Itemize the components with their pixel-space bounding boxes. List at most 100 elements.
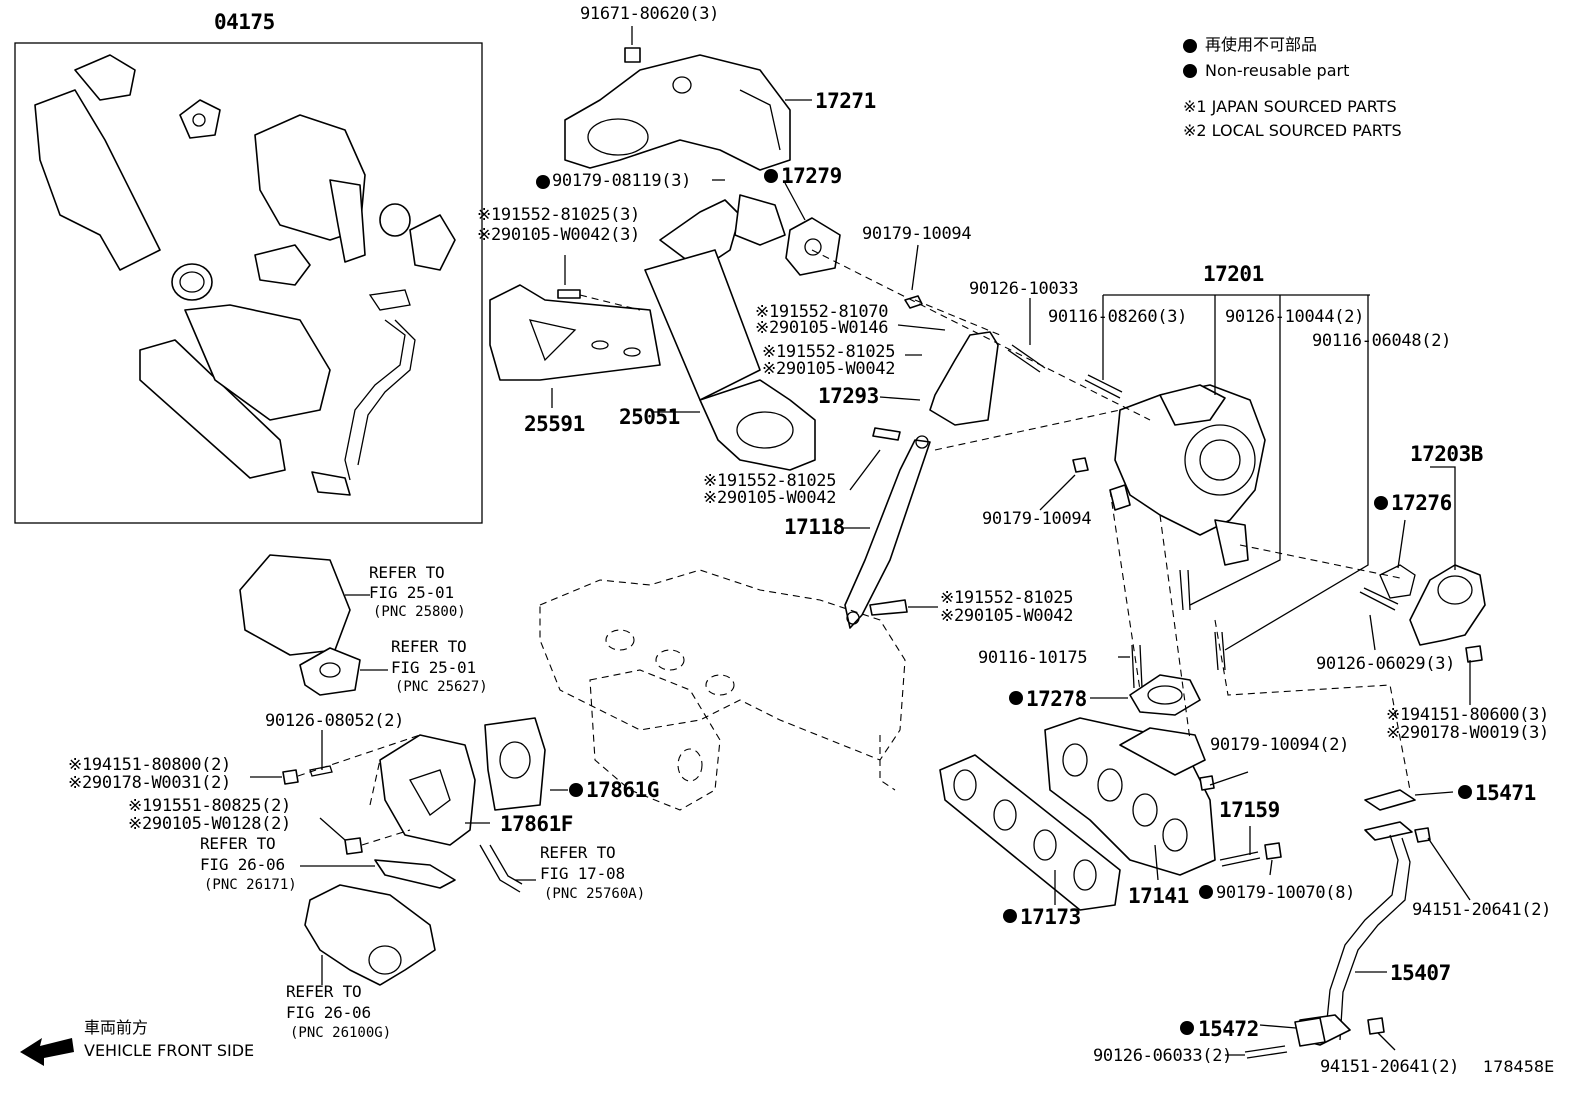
part-label[interactable]: 90179-10094(2) (1210, 735, 1350, 755)
stud-icon (1359, 587, 1399, 611)
part-label[interactable]: ※191552-81025(3) (477, 205, 640, 225)
hose-ref (479, 844, 523, 893)
part-label[interactable]: 17141 (1128, 884, 1189, 908)
bracket-17293 (929, 331, 999, 426)
part-label[interactable]: 90179-08119(3) (552, 171, 692, 191)
part-label[interactable]: 17118 (784, 515, 845, 539)
water-outlet-ref (304, 884, 436, 986)
legend-en: Non-reusable part (1205, 61, 1350, 80)
stay-17118 (844, 427, 931, 629)
part-label[interactable]: 90126-08052(2) (265, 711, 405, 731)
part-label[interactable]: 94151-20641(2) (1320, 1057, 1460, 1077)
stud-icon (1131, 644, 1143, 689)
part-label[interactable]: 17276 (1391, 491, 1452, 515)
kit-parts-illustration (34, 54, 456, 496)
refer-text[interactable]: FIG 26-06 (200, 855, 285, 874)
refer-text[interactable]: REFER TO (286, 982, 362, 1001)
legend-jp: 再使用不可部品 (1205, 35, 1318, 54)
part-label[interactable]: ※290105-W0042(3) (477, 225, 640, 245)
part-label[interactable]: ※191552-81025 (762, 342, 896, 362)
part-label[interactable]: ※194151-80800(2) (68, 755, 231, 775)
part-label[interactable]: ※191551-80825(2) (128, 796, 291, 816)
part-label[interactable]: ※290105-W0042 (762, 359, 896, 379)
part-label[interactable]: 17279 (781, 164, 842, 188)
refer-text[interactable]: (PNC 25800) (373, 604, 466, 620)
part-label[interactable]: 90179-10094 (862, 224, 972, 244)
part-label[interactable]: ※194151-80600(3) (1386, 705, 1549, 725)
front-label-jp: 車両前方 (84, 1018, 149, 1037)
part-label[interactable]: ※290178-W0019(3) (1386, 723, 1549, 743)
oil-pipe-15407 (1299, 789, 1431, 1046)
part-label[interactable]: 91671-80620(3) (580, 4, 720, 24)
front-label-en: VEHICLE FRONT SIDE (84, 1041, 255, 1060)
gasket-17861g (484, 717, 546, 811)
legend-note2: ※2 LOCAL SOURCED PARTS (1183, 121, 1402, 140)
part-label[interactable]: 17173 (1020, 905, 1081, 929)
refer-text[interactable]: REFER TO (391, 637, 467, 656)
refer-text[interactable]: FIG 25-01 (391, 658, 476, 677)
part-label[interactable]: ※290105-W0146 (755, 318, 889, 338)
part-label[interactable]: 17201 (1203, 262, 1264, 286)
refer-text[interactable]: REFER TO (200, 834, 276, 853)
part-label[interactable]: 90116-06048(2) (1312, 331, 1452, 351)
gasket-17276 (1379, 564, 1416, 599)
refer-text[interactable]: FIG 26-06 (286, 1003, 371, 1022)
kit-label: 04175 (214, 10, 275, 34)
part-label[interactable]: 94151-20641(2) (1412, 900, 1552, 920)
non-reusable-markers (536, 39, 1472, 1035)
part-label[interactable]: ※191552-81025 (703, 471, 837, 491)
part-label[interactable]: 25051 (619, 405, 680, 429)
dashed-assembly-lines (297, 249, 1411, 846)
part-label[interactable]: 90116-08260(3) (1048, 307, 1188, 327)
part-label[interactable]: 17278 (1026, 687, 1087, 711)
part-label[interactable]: ※191552-81070 (755, 302, 889, 322)
refer-text[interactable]: (PNC 26171) (204, 877, 297, 893)
refer-text[interactable]: (PNC 25627) (395, 679, 488, 695)
refer-text[interactable]: FIG 25-01 (369, 583, 454, 602)
nut-icon (1465, 645, 1483, 663)
part-label[interactable]: ※290105-W0042 (703, 488, 837, 508)
part-label[interactable]: 15407 (1390, 961, 1451, 985)
part-label[interactable]: 15472 (1198, 1017, 1259, 1041)
part-label[interactable]: ※191552-81025 (940, 588, 1074, 608)
stud-icon (1244, 1045, 1288, 1059)
part-label[interactable]: 17159 (1219, 798, 1280, 822)
gasket-17278 (1129, 674, 1201, 716)
gasket-17279 (785, 217, 841, 276)
refer-text[interactable]: REFER TO (540, 843, 616, 862)
catalyst-25051 (644, 194, 816, 471)
refer-text[interactable]: (PNC 25760A) (544, 886, 646, 902)
part-label[interactable]: 17203B (1410, 442, 1483, 466)
part-label[interactable]: 15471 (1475, 781, 1536, 805)
gasket-15472 (1294, 1017, 1326, 1047)
part-label[interactable]: ※290178-W0031(2) (68, 773, 231, 793)
stud-icon (1179, 569, 1191, 611)
bolt-icon (344, 837, 363, 855)
part-label[interactable]: 90126-06033(2) (1093, 1046, 1233, 1066)
part-label[interactable]: 17293 (818, 384, 879, 408)
nut-icon (1199, 775, 1215, 791)
part-label[interactable]: 90126-10033 (969, 279, 1079, 299)
kit-frame (14, 42, 483, 524)
stud-icon (1219, 851, 1261, 867)
part-label[interactable]: 90116-10175 (978, 648, 1088, 668)
bracket-25591 (489, 284, 661, 381)
nut-icon (282, 769, 299, 785)
part-label[interactable]: 17271 (815, 89, 876, 113)
nut-icon (1072, 457, 1089, 473)
stud-icon (1084, 374, 1123, 399)
part-label[interactable]: 90179-10094 (982, 509, 1092, 529)
part-label[interactable]: ※290105-W0128(2) (128, 814, 291, 834)
part-label[interactable]: 25591 (524, 412, 585, 436)
part-label[interactable]: 90179-10070(8) (1216, 883, 1356, 903)
part-label[interactable]: 17861F (500, 812, 573, 836)
part-label[interactable]: ※290105-W0042 (940, 606, 1074, 626)
part-label[interactable]: 90126-10044(2) (1225, 307, 1365, 327)
part-label[interactable]: 90126-06029(3) (1316, 654, 1456, 674)
nut-icon (1264, 842, 1282, 860)
refer-text[interactable]: FIG 17-08 (540, 864, 625, 883)
refer-text[interactable]: (PNC 26100G) (290, 1025, 392, 1041)
refer-text[interactable]: REFER TO (369, 563, 445, 582)
part-label[interactable]: 17861G (586, 778, 659, 802)
